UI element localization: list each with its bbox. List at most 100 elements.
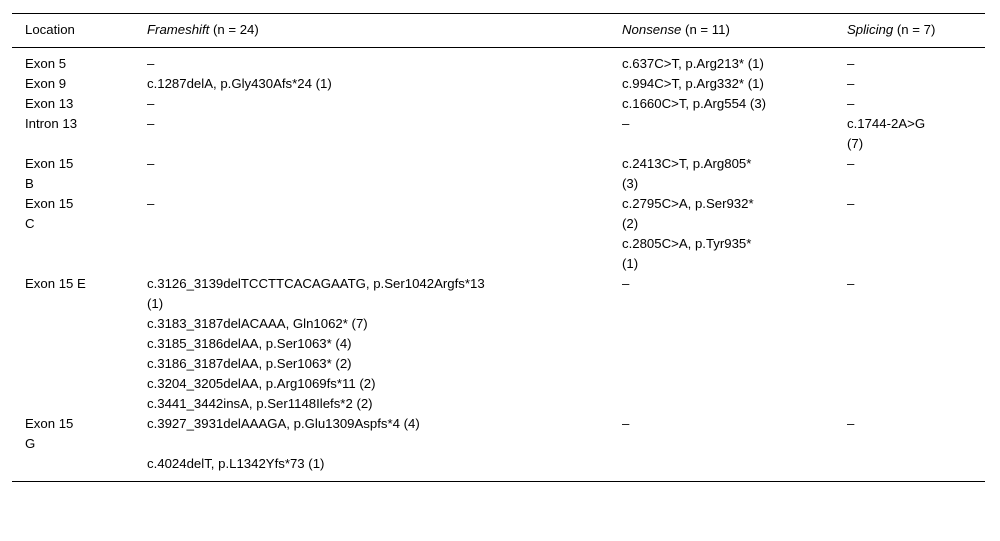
row-nonsense-variants: – <box>609 414 834 482</box>
row-splicing-variants: – <box>834 194 985 274</box>
column-header-location-label: Location <box>25 22 75 37</box>
row-frameshift-variants: – <box>134 48 609 75</box>
cell-line: – <box>147 156 155 171</box>
row-location-label: Exon 15 B <box>25 156 74 191</box>
row-frameshift-variants: c.3927_3931delAAAGA, p.Glu1309Aspfs*4 (4… <box>134 414 609 482</box>
row-frameshift-variants: – <box>134 194 609 274</box>
table-row: Exon 9 c.1287delA, p.Gly430Afs*24 (1) c.99… <box>12 74 985 94</box>
cell-line: c.2413C>T, p.Arg805* <box>622 156 752 171</box>
row-splicing-variants: – <box>834 274 985 414</box>
cell-line: (1) <box>622 256 639 271</box>
cell-line: c.994C>T, p.Arg332* (1) <box>622 76 764 91</box>
row-frameshift-variants: – <box>134 94 609 114</box>
cell-line: c.1660C>T, p.Arg554 (3) <box>622 96 767 111</box>
table-row: Exon 15 C – c.2795C>A, p.Ser932* (2) c.2805C… <box>12 194 985 274</box>
cell-line: – <box>147 116 155 131</box>
row-nonsense-variants: – <box>609 274 834 414</box>
column-header-nonsense: Nonsense (n = 11) <box>609 13 834 48</box>
table-row: Exon 15 G c.3927_3931delAAAGA, p.Glu1309A… <box>12 414 985 482</box>
row-frameshift-variants: – <box>134 114 609 154</box>
cell-line: c.3441_3442insA, p.Ser1148Ilefs*2 (2) <box>147 396 373 411</box>
cell-line: – <box>847 76 855 91</box>
cell-line: (1) <box>147 296 164 311</box>
row-location-label: Exon 15 E <box>25 276 86 291</box>
cell-line: – <box>147 56 155 71</box>
row-splicing-variants: – <box>834 414 985 482</box>
row-location: Exon 9 <box>12 74 134 94</box>
row-location-label: Exon 13 <box>25 96 74 111</box>
cell-line: (7) <box>847 136 864 151</box>
cell-line: – <box>147 196 155 211</box>
cell-line: (3) <box>622 176 639 191</box>
table-row: Exon 5 – c.637C>T, p.Arg213* (1) – <box>12 48 985 75</box>
table-row: Exon 15 B – c.2413C>T, p.Arg805* (3) – <box>12 154 985 194</box>
cell-line: c.3185_3186delAA, p.Ser1063* (4) <box>147 336 352 351</box>
row-nonsense-variants: c.637C>T, p.Arg213* (1) <box>609 48 834 75</box>
row-nonsense-variants: – <box>609 114 834 154</box>
cell-line: c.4024delT, p.L1342Yfs*73 (1) <box>147 456 325 471</box>
row-location-label: Exon 5 <box>25 56 67 71</box>
cell-line: c.3186_3187delAA, p.Ser1063* (2) <box>147 356 352 371</box>
table-row: Exon 13 – c.1660C>T, p.Arg554 (3) – <box>12 94 985 114</box>
cell-line: – <box>147 96 155 111</box>
cell-line: c.2805C>A, p.Tyr935* <box>622 236 752 251</box>
header-row: Location Frameshift (n = 24) Nonsense (n… <box>12 13 985 48</box>
cell-line: – <box>622 276 630 291</box>
cell-line: – <box>847 196 855 211</box>
table-row: Intron 13 – – c.1744-2A>G (7) <box>12 114 985 154</box>
row-splicing-variants: – <box>834 94 985 114</box>
row-location-label: Exon 9 <box>25 76 67 91</box>
row-location: Exon 15 C <box>12 194 134 274</box>
mutation-location-table: Location Frameshift (n = 24) Nonsense (n… <box>12 13 985 482</box>
row-location-label: Intron 13 <box>25 116 78 131</box>
column-header-splicing-label: Splicing <box>847 22 897 37</box>
table-header: Location Frameshift (n = 24) Nonsense (n… <box>12 13 985 48</box>
cell-line: c.2795C>A, p.Ser932* <box>622 196 754 211</box>
cell-line: c.1287delA, p.Gly430Afs*24 (1) <box>147 76 332 91</box>
row-nonsense-variants: c.994C>T, p.Arg332* (1) <box>609 74 834 94</box>
row-location: Intron 13 <box>12 114 134 154</box>
cell-line: – <box>847 416 855 431</box>
row-location: Exon 15 G <box>12 414 134 482</box>
column-header-frameshift-label: Frameshift <box>147 22 213 37</box>
cell-line: c.1744-2A>G <box>847 116 926 131</box>
cell-line: – <box>847 156 855 171</box>
row-splicing-variants: – <box>834 74 985 94</box>
row-location: Exon 15 E <box>12 274 134 414</box>
cell-line: c.3927_3931delAAAGA, p.Glu1309Aspfs*4 (4… <box>147 416 420 431</box>
column-header-frameshift-count: (n = 24) <box>212 22 259 37</box>
row-location: Exon 5 <box>12 48 134 75</box>
row-location: Exon 15 B <box>12 154 134 194</box>
row-nonsense-variants: c.1660C>T, p.Arg554 (3) <box>609 94 834 114</box>
column-header-nonsense-label: Nonsense <box>622 22 686 37</box>
cell-line: c.3204_3205delAA, p.Arg1069fs*11 (2) <box>147 376 376 391</box>
row-frameshift-variants: – <box>134 154 609 194</box>
cell-line-blank <box>147 434 603 454</box>
row-nonsense-variants: c.2413C>T, p.Arg805* (3) <box>609 154 834 194</box>
row-location-label: Exon 15 C <box>25 196 74 231</box>
column-header-nonsense-count: (n = 11) <box>685 22 730 37</box>
row-splicing-variants: c.1744-2A>G (7) <box>834 114 985 154</box>
table-row: Exon 15 E c.3126_3139delTCCTTCACAGAATG, p… <box>12 274 985 414</box>
row-frameshift-variants: c.1287delA, p.Gly430Afs*24 (1) <box>134 74 609 94</box>
cell-line: – <box>622 416 630 431</box>
cell-line: – <box>847 276 855 291</box>
cell-line: – <box>847 56 855 71</box>
cell-line: (2) <box>622 216 639 231</box>
column-header-splicing: Splicing (n = 7) <box>834 13 985 48</box>
column-header-splicing-count: (n = 7) <box>896 22 936 37</box>
row-location: Exon 13 <box>12 94 134 114</box>
cell-line: – <box>847 96 855 111</box>
cell-line: c.3126_3139delTCCTTCACAGAATG, p.Ser1042A… <box>147 276 485 291</box>
row-nonsense-variants: c.2795C>A, p.Ser932* (2) c.2805C>A, p.Tyr9… <box>609 194 834 274</box>
cell-line: c.3183_3187delACAAA, Gln1062* (7) <box>147 316 368 331</box>
cell-line: c.637C>T, p.Arg213* (1) <box>622 56 764 71</box>
row-splicing-variants: – <box>834 154 985 194</box>
table-body: Exon 5 – c.637C>T, p.Arg213* (1) – Exon 9 c.1… <box>12 48 985 482</box>
row-location-label: Exon 15 G <box>25 416 74 451</box>
row-splicing-variants: – <box>834 48 985 75</box>
row-frameshift-variants: c.3126_3139delTCCTTCACAGAATG, p.Ser1042A… <box>134 274 609 414</box>
cell-line: – <box>622 116 630 131</box>
column-header-frameshift: Frameshift (n = 24) <box>134 13 609 48</box>
